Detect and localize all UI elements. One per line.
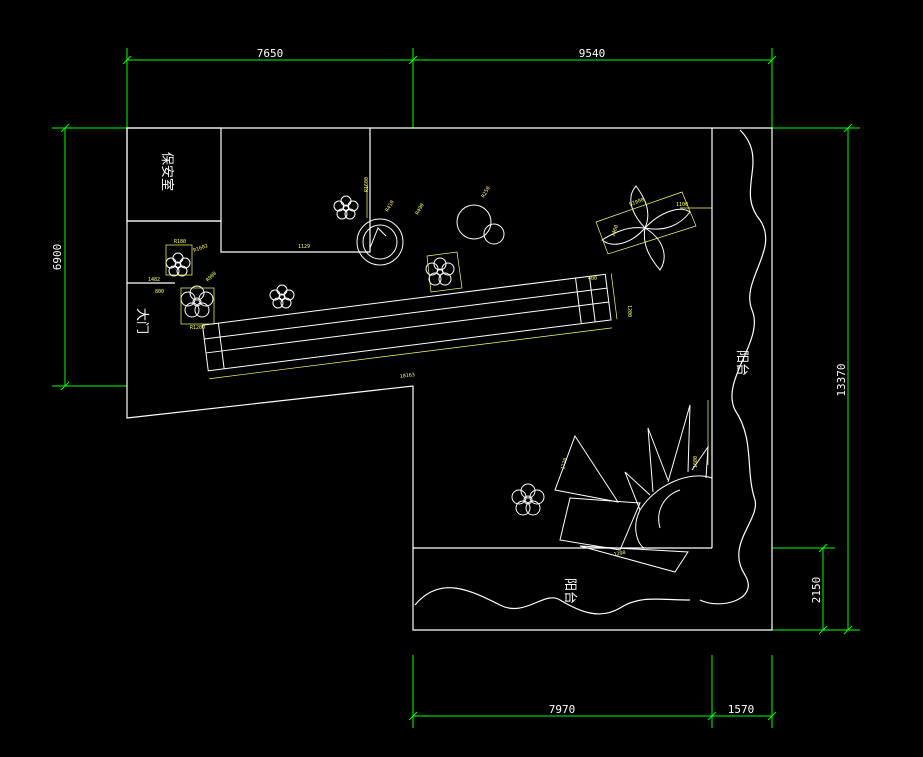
main-gate-label: 大门: [134, 308, 149, 334]
annotation-1: 1129: [298, 244, 310, 250]
annotation-9: 1100: [676, 202, 688, 208]
annotation-5: R1600: [364, 177, 370, 192]
guard-room-label: 保安室: [159, 152, 175, 191]
annotation-boxes: [165, 185, 709, 465]
annotation-15: R1900: [629, 197, 645, 208]
flower-icons: [165, 195, 545, 516]
annotation-8: R180: [174, 239, 186, 245]
annotation-4: R250: [481, 186, 492, 199]
annotation-7: R900: [205, 271, 218, 284]
dimension-lines: [52, 48, 860, 728]
annotation-3: R490: [415, 203, 426, 216]
long-planter: [201, 273, 618, 380]
annotation-2: R410: [385, 200, 396, 213]
annotation-16: 1460: [610, 224, 620, 237]
annotation-10: 400: [588, 276, 597, 282]
dim-right-lower: 2150: [810, 577, 823, 604]
dim-top-right: 9540: [579, 47, 606, 60]
balcony-right-label: 阳台: [734, 350, 749, 376]
dim-bottom-left: 7970: [549, 703, 576, 716]
annotation-6: R1602: [193, 243, 209, 254]
pinwheel-feature: [595, 185, 712, 271]
dim-bottom-right: 1570: [728, 703, 755, 716]
annotation-20: 1290: [613, 550, 626, 558]
round-features: [356, 204, 505, 266]
annotation-11: 1482: [148, 277, 160, 283]
annotation-18: 1720: [560, 457, 569, 470]
dim-left-height: 6900: [51, 244, 64, 271]
dim-right-total: 13370: [835, 363, 848, 396]
annotation-14: 10163: [400, 372, 416, 380]
annotation-19: 1600: [693, 456, 699, 468]
annotation-17: 1200: [626, 305, 632, 317]
balcony-bottom-label: 阳台: [562, 578, 577, 604]
dim-top-left: 7650: [257, 47, 284, 60]
sun-feature: [554, 404, 713, 573]
annotation-12: 800: [155, 289, 164, 295]
annotation-13: R1200: [190, 325, 205, 331]
building-outline: [126, 127, 773, 631]
